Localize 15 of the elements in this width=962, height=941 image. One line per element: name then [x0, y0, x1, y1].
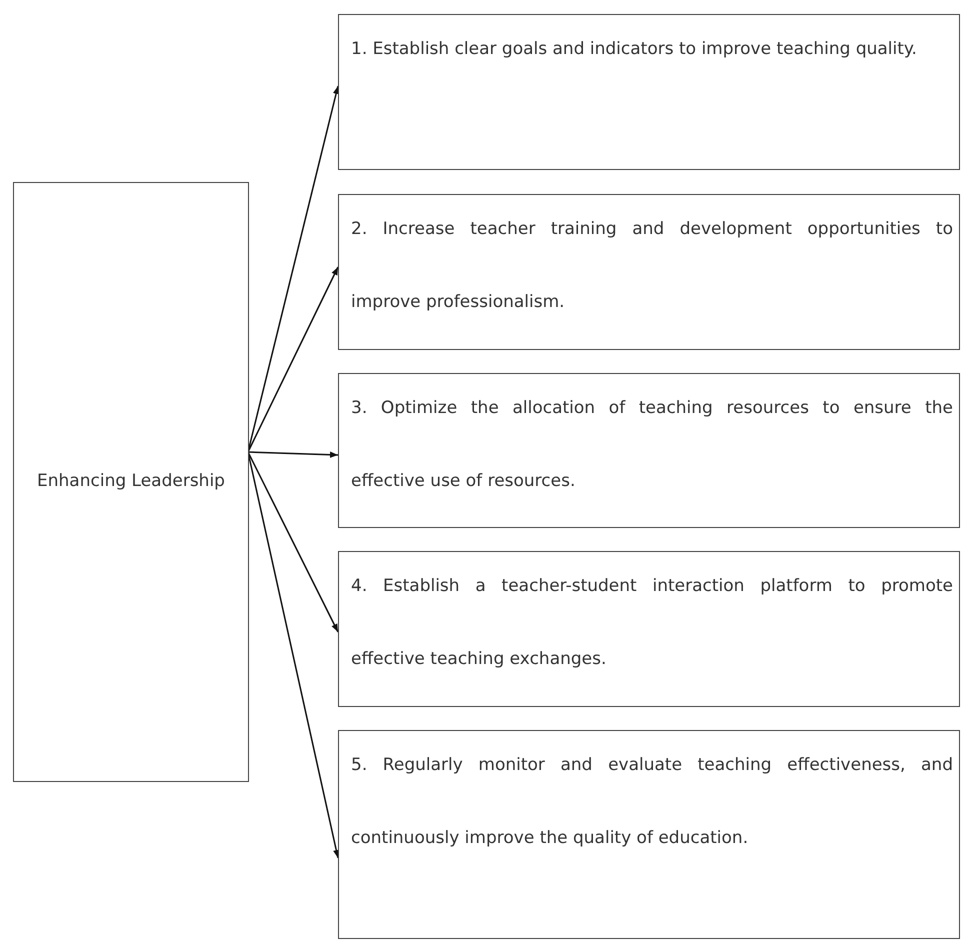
text-box — [13, 182, 249, 782]
text-box — [338, 14, 960, 170]
text-box — [338, 730, 960, 939]
box-text: 2. Increase teacher training and development opportunities to improve professionalism. — [351, 218, 953, 314]
text-box — [338, 551, 960, 707]
text-box — [338, 194, 960, 350]
arrow — [247, 266, 339, 452]
box-text: 4. Establish a teacher-student interaction platform to promote effective teaching exchanges. — [351, 575, 953, 671]
box-text: Enhancing Leadership — [37, 470, 225, 494]
box-text: 3. Optimize the allocation of teaching resources to ensure the effective use of resources. — [351, 397, 953, 493]
box-text: 1. Establish clear goals and indicators to improve teaching quality. — [351, 38, 918, 61]
arrow — [248, 451, 338, 458]
arrow — [247, 452, 339, 632]
box-text: 5. Regularly monitor and evaluate teaching effectiveness, and continuously improve the quality of education. — [351, 754, 953, 850]
text-box — [338, 373, 960, 528]
